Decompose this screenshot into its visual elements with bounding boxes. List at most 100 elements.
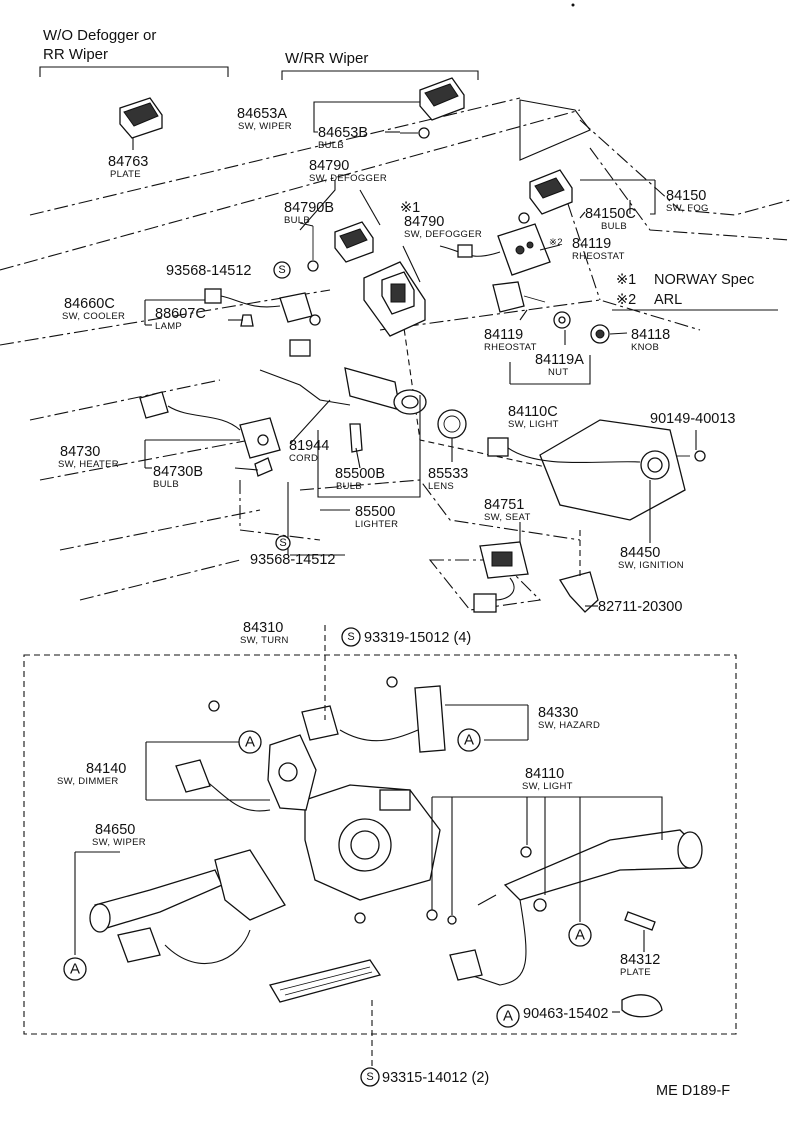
corner-dot xyxy=(571,3,575,7)
a-marker-light: A xyxy=(575,927,585,944)
wiper-switch-84653a-drawing xyxy=(400,77,465,139)
bracket-wo-defogger xyxy=(39,66,229,77)
part-desc-84330: SW, HAZARD xyxy=(538,720,600,731)
part-desc-84150c: BULB xyxy=(601,221,627,232)
wiper-switch-84650-drawing xyxy=(89,849,286,964)
seat-switch-84751-drawing xyxy=(473,541,529,613)
fog-switch-84150-drawing xyxy=(518,169,573,224)
leader-lines xyxy=(74,101,697,1075)
part-number-81944: 81944 xyxy=(289,438,329,454)
part-number-93568-b: 93568-14512 xyxy=(250,552,335,568)
part-number-84790-norway: 84790 xyxy=(404,214,444,230)
part-desc-84119-arl: RHEOSTAT xyxy=(572,251,625,262)
part-desc-88607c: LAMP xyxy=(155,321,182,332)
s-marker-93568b: S xyxy=(279,537,286,549)
note2-text: ARL xyxy=(654,292,682,308)
part-number-82711: 82711-20300 xyxy=(598,599,682,615)
part-number-84110c: 84110C xyxy=(508,404,558,420)
part-number-88607c: 88607C xyxy=(155,306,206,322)
s-marker-upper: S xyxy=(278,264,285,276)
part-number-84660c: 84660C xyxy=(64,296,115,312)
part-desc-84310: SW, TURN xyxy=(240,635,289,646)
part-desc-85500: LIGHTER xyxy=(355,519,398,530)
part-desc-84730: SW, HEATER xyxy=(58,459,119,470)
part-number-84118: 84118 xyxy=(631,327,670,343)
defogger-switch-norway-drawing xyxy=(363,244,501,337)
cooler-switch-84660c-drawing: S xyxy=(204,261,321,327)
header-w-rr-wiper: W/RR Wiper xyxy=(285,50,368,67)
a-marker-dimmer: A xyxy=(245,734,255,751)
plate-84763-drawing xyxy=(119,97,163,139)
rheostat-84119-arl-drawing xyxy=(497,223,551,276)
part-desc-84790-norway: SW, DEFOGGER xyxy=(404,229,482,240)
ignition-light-switch-drawing xyxy=(487,419,706,521)
part-number-84110: 84110 xyxy=(525,766,564,782)
turn-switch-box xyxy=(23,654,737,1035)
part-number-84730: 84730 xyxy=(60,444,100,460)
circle-markers: S S S A A A A A xyxy=(63,535,592,1087)
part-number-90149: 90149-40013 xyxy=(650,411,735,427)
part-desc-85533: LENS xyxy=(428,481,454,492)
part-number-90463: 90463-15402 xyxy=(523,1006,608,1022)
part-number-85500: 85500 xyxy=(355,504,395,520)
part-number-84653a: 84653A xyxy=(237,106,287,122)
part-number-84763: 84763 xyxy=(108,154,148,170)
part-number-84310: 84310 xyxy=(243,620,283,636)
a-marker-hazard: A xyxy=(464,732,474,749)
part-labels: 84653A SW, WIPER 84653B BULB 84763 PLATE… xyxy=(57,106,735,1086)
header-wo-defogger-line2: RR Wiper xyxy=(43,46,108,63)
light-switch-84110-drawing xyxy=(426,829,703,1018)
part-number-84119-arl: 84119 xyxy=(572,236,611,252)
turn-switch-body-drawing xyxy=(304,784,441,924)
part-number-84730b: 84730B xyxy=(153,464,203,480)
part-number-84790: 84790 xyxy=(309,158,349,174)
part-desc-84118: KNOB xyxy=(631,342,659,353)
part-desc-84790: SW, DEFOGGER xyxy=(309,173,387,184)
part-desc-84790b: BULB xyxy=(284,215,310,226)
s-marker-93315: S xyxy=(366,1071,373,1083)
part-desc-84119a: NUT xyxy=(548,367,568,378)
s-marker-93319: S xyxy=(347,631,354,643)
part-number-84312: 84312 xyxy=(620,952,660,968)
part-number-84790b: 84790B xyxy=(284,200,334,216)
part-number-84119: 84119 xyxy=(484,327,523,343)
heater-switch-84730-drawing xyxy=(139,391,281,477)
part-number-84119a: 84119A xyxy=(535,352,584,368)
part-desc-84730b: BULB xyxy=(153,479,179,490)
note1-mark: ※1 xyxy=(616,272,636,288)
part-number-84650: 84650 xyxy=(95,822,135,838)
part-mark-84790-norway: ※1 xyxy=(400,200,420,216)
part-desc-84150: SW, FOG xyxy=(666,203,709,214)
part-desc-84650: SW, WIPER xyxy=(92,837,146,848)
note2-mark: ※2 xyxy=(616,292,636,308)
part-desc-84312: PLATE xyxy=(620,967,651,978)
part-number-84150: 84150 xyxy=(666,188,706,204)
note1-text: NORWAY Spec xyxy=(654,272,754,288)
part-desc-84110: SW, LIGHT xyxy=(522,781,573,792)
header-wo-defogger-line1: W/O Defogger or xyxy=(43,27,156,44)
part-desc-84653b: BULB xyxy=(318,140,344,151)
connector-93315-drawing xyxy=(268,959,382,1003)
defogger-switch-84790-drawing xyxy=(307,221,374,272)
part-desc-84660c: SW, COOLER xyxy=(62,311,125,322)
part-number-84330: 84330 xyxy=(538,705,578,721)
part-number-84450: 84450 xyxy=(620,545,660,561)
part-desc-84751: SW, SEAT xyxy=(484,512,531,523)
part-desc-84119: RHEOSTAT xyxy=(484,342,537,353)
part-desc-85500b: BULB xyxy=(336,481,362,492)
part-desc-84110c: SW, LIGHT xyxy=(508,419,559,430)
part-desc-84653a: SW, WIPER xyxy=(238,121,292,132)
part-number-93315: 93315-14012 (2) xyxy=(382,1070,489,1086)
part-number-93319: 93319-15012 (4) xyxy=(364,630,471,646)
part-desc-84140: SW, DIMMER xyxy=(57,776,119,787)
dimmer-switch-84140-drawing xyxy=(175,700,317,812)
part-number-85533: 85533 xyxy=(428,466,468,482)
part-mark-84119-arl: ※2 xyxy=(549,237,563,248)
a-marker-wiper: A xyxy=(70,961,80,978)
part-desc-84450: SW, IGNITION xyxy=(618,560,684,571)
lighter-85500-drawing xyxy=(259,339,467,453)
a-marker-90463: A xyxy=(503,1008,513,1025)
part-number-84150c: 84150C xyxy=(585,206,636,222)
footer-code: ME D189-F xyxy=(656,1083,730,1099)
